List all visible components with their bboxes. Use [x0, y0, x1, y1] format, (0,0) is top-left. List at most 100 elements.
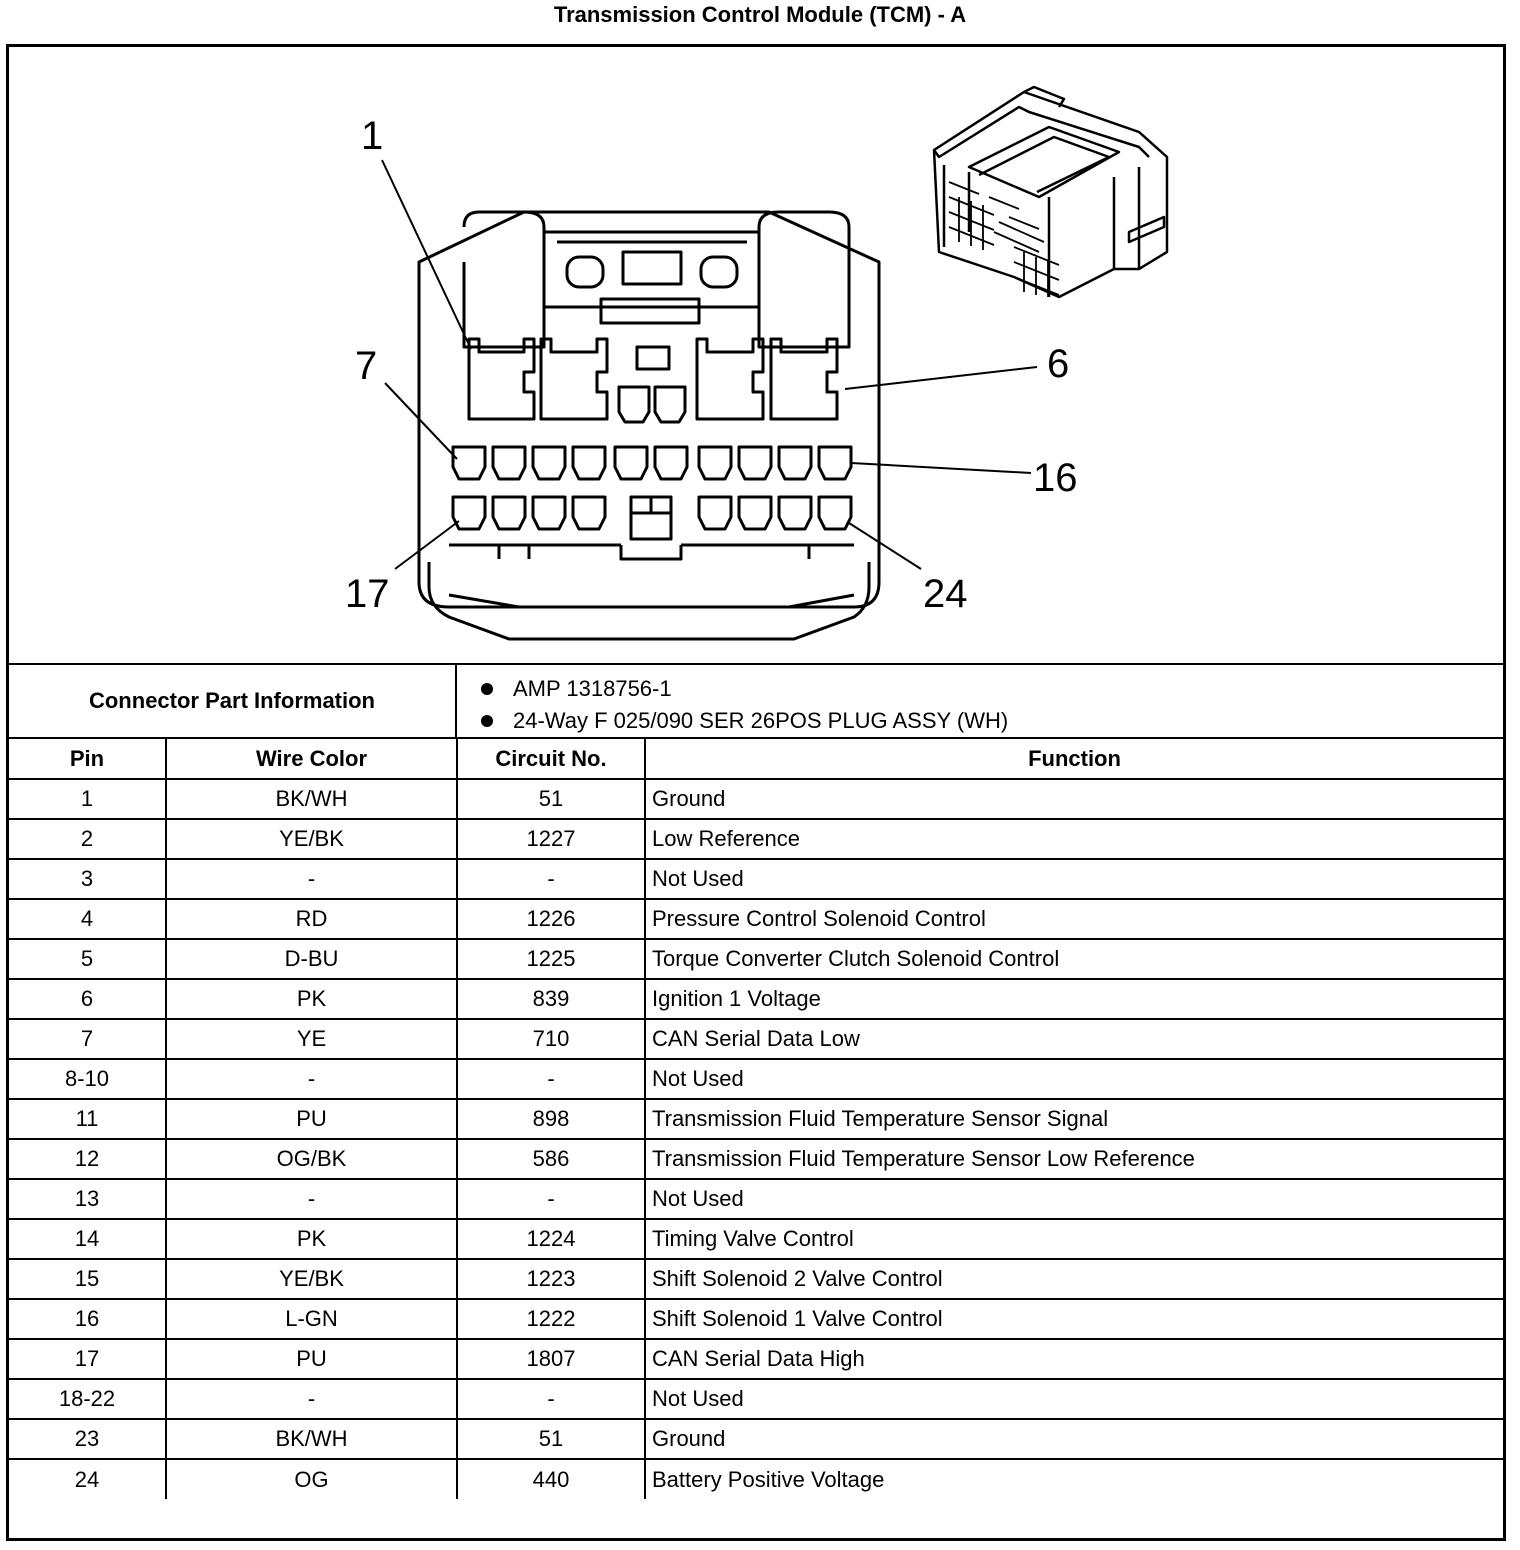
cavity-6: [769, 337, 839, 421]
wire-color-cell: OG/BK: [166, 1139, 458, 1180]
pin-cell: 2: [9, 819, 167, 860]
circuit-cell: 1807: [457, 1339, 646, 1380]
wire-color-cell: -: [166, 1179, 458, 1220]
circuit-cell: 1222: [457, 1299, 646, 1340]
wire-color-cell: -: [166, 1379, 458, 1420]
cavity-4: [653, 385, 687, 424]
circuit-cell: 51: [457, 779, 646, 820]
connector-part-info: Connector Part Information AMP 1318756-1…: [9, 663, 1503, 739]
circuit-cell: 586: [457, 1139, 646, 1180]
cavity-2: [539, 337, 609, 421]
circuit-cell: 839: [457, 979, 646, 1020]
cavity-row-17-24: [451, 495, 853, 541]
function-cell: CAN Serial Data High: [645, 1339, 1503, 1380]
pin-cell: 8-10: [9, 1059, 167, 1100]
connector-face-drawing: 1 6 7 16 17 24: [345, 85, 1169, 641]
header-circuit-no: Circuit No.: [457, 739, 646, 780]
function-cell: Transmission Fluid Temperature Sensor Si…: [645, 1099, 1503, 1140]
table-row: 13--Not Used: [9, 1179, 1503, 1220]
right-latch: [757, 210, 851, 349]
label-pin-1: 1: [361, 114, 383, 158]
label-pin-16: 16: [1033, 456, 1078, 500]
header-pin: Pin: [9, 739, 167, 780]
list-item: AMP 1318756-1: [481, 673, 1503, 705]
header-wire-color: Wire Color: [166, 739, 458, 780]
function-cell: Torque Converter Clutch Solenoid Control: [645, 939, 1503, 980]
function-cell: Not Used: [645, 1059, 1503, 1100]
circuit-cell: 1227: [457, 819, 646, 860]
pin-cell: 16: [9, 1299, 167, 1340]
pin-cell: 24: [9, 1459, 167, 1499]
wire-color-cell: RD: [166, 899, 458, 940]
leader-pin-16: [850, 462, 1032, 474]
circuit-cell: 1226: [457, 899, 646, 940]
label-pin-6: 6: [1047, 342, 1069, 386]
wire-color-cell: BK/WH: [166, 779, 458, 820]
table-row: 18-22--Not Used: [9, 1379, 1503, 1420]
pin-cell: 15: [9, 1259, 167, 1300]
leader-pin-6: [844, 366, 1038, 390]
circuit-cell: -: [457, 1179, 646, 1220]
function-cell: Not Used: [645, 1379, 1503, 1420]
leader-pin-7: [384, 382, 458, 460]
wire-color-cell: OG: [166, 1459, 458, 1499]
function-cell: Pressure Control Solenoid Control: [645, 899, 1503, 940]
connector-isometric-view: [932, 85, 1169, 299]
cavity-row-7-16: [451, 445, 853, 481]
bullet-icon: [481, 683, 493, 695]
connector-diagram: 1 6 7 16 17 24: [9, 47, 1503, 663]
left-latch: [462, 210, 546, 349]
pin-cell: 5: [9, 939, 167, 980]
wire-color-cell: YE/BK: [166, 1259, 458, 1300]
pin-cell: 11: [9, 1099, 167, 1140]
part-description: 24-Way F 025/090 SER 26POS PLUG ASSY (WH…: [513, 708, 1009, 733]
wire-color-cell: PK: [166, 979, 458, 1020]
page-title: Transmission Control Module (TCM) - A: [553, 2, 967, 27]
table-row: 3--Not Used: [9, 859, 1503, 900]
function-cell: Not Used: [645, 859, 1503, 900]
function-cell: Shift Solenoid 1 Valve Control: [645, 1299, 1503, 1340]
circuit-cell: 440: [457, 1459, 646, 1499]
function-cell: Low Reference: [645, 819, 1503, 860]
function-cell: Shift Solenoid 2 Valve Control: [645, 1259, 1503, 1300]
circuit-cell: 1225: [457, 939, 646, 980]
pin-cell: 17: [9, 1339, 167, 1380]
connector-sheet: 1 6 7 16 17 24: [6, 44, 1506, 1541]
connector-part-info-list: AMP 1318756-1 24-Way F 025/090 SER 26POS…: [457, 665, 1503, 737]
circuit-cell: 51: [457, 1419, 646, 1460]
circuit-cell: -: [457, 1379, 646, 1420]
leader-pin-17: [394, 520, 460, 570]
circuit-cell: 1223: [457, 1259, 646, 1300]
function-cell: Ground: [645, 779, 1503, 820]
function-cell: Timing Valve Control: [645, 1219, 1503, 1260]
pin-cell: 1: [9, 779, 167, 820]
pin-cell: 3: [9, 859, 167, 900]
wire-color-cell: -: [166, 859, 458, 900]
pin-cell: 13: [9, 1179, 167, 1220]
header-function: Function: [645, 739, 1503, 780]
pin-cell: 14: [9, 1219, 167, 1260]
wire-color-cell: YE: [166, 1019, 458, 1060]
pin-cell: 18-22: [9, 1379, 167, 1420]
wire-color-cell: PU: [166, 1339, 458, 1380]
function-cell: Ground: [645, 1419, 1503, 1460]
wire-color-cell: YE/BK: [166, 819, 458, 860]
circuit-cell: 898: [457, 1099, 646, 1140]
pin-cell: 4: [9, 899, 167, 940]
wire-color-cell: PK: [166, 1219, 458, 1260]
wire-color-cell: PU: [166, 1099, 458, 1140]
leader-pin-1: [381, 159, 472, 350]
part-number: AMP 1318756-1: [513, 676, 672, 701]
connector-part-info-label: Connector Part Information: [9, 665, 457, 737]
function-cell: Ignition 1 Voltage: [645, 979, 1503, 1020]
